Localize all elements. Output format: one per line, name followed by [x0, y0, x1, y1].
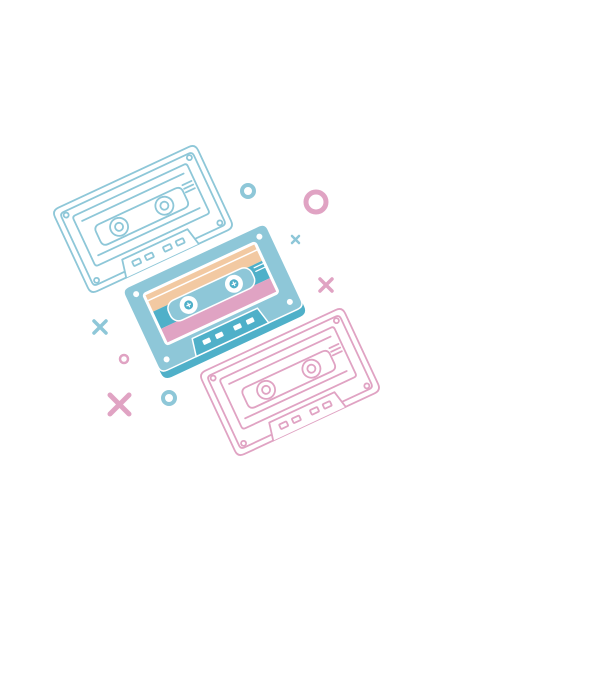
filled-cassette: [123, 224, 306, 378]
circle-icon: [240, 183, 256, 199]
circle-icon: [303, 189, 329, 215]
cross-icon: [107, 392, 132, 417]
circle-icon: [118, 353, 130, 365]
cross-icon: [92, 319, 108, 335]
cross-icon: [290, 234, 301, 245]
circle-icon: [161, 390, 177, 406]
decorations: [92, 183, 334, 417]
cross-icon: [318, 277, 334, 293]
